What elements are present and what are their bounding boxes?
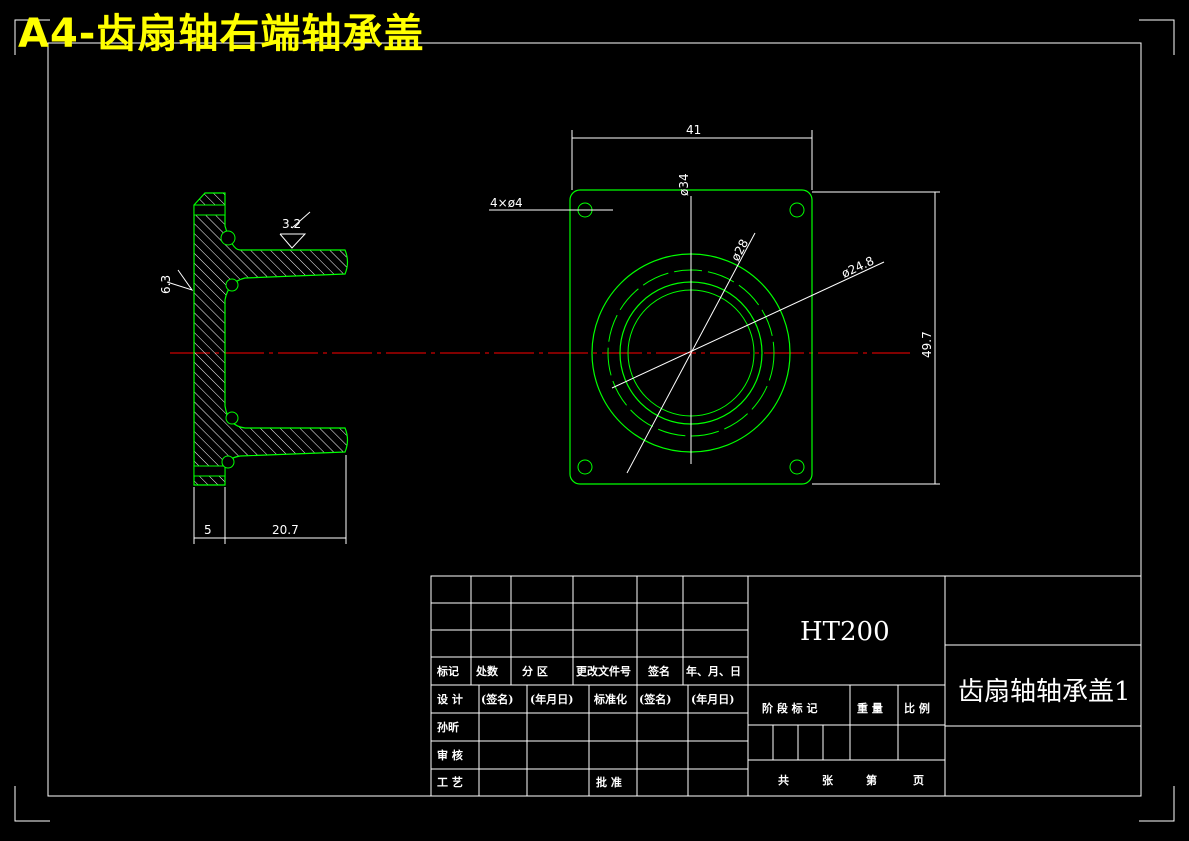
drawing-title: A4-齿扇轴右端轴承盖 [18, 11, 425, 57]
part-name: 齿扇轴轴承盖1 [958, 677, 1131, 707]
hole-bottom-right [789, 459, 805, 475]
label-jieduan: 阶 段 标 记 [762, 701, 818, 715]
roughness-left: 6.3 [159, 275, 173, 294]
title-block: HT200 齿扇轴轴承盖1 标记 处数 分 区 更改文件号 签名 年、月、日 设… [430, 575, 1142, 797]
groove-top [220, 230, 236, 246]
label-nianyueri1: (年月日) [530, 692, 573, 706]
label-genggai: 更改文件号 [576, 664, 631, 678]
dim-d248: ø24.8 [839, 254, 876, 281]
label-fenqu: 分 区 [522, 664, 548, 678]
hole-top-right [789, 202, 805, 218]
label-zhongliang: 重 量 [857, 701, 883, 715]
dim-holes: 4×ø4 [490, 196, 523, 210]
label-qianming2: (签名) [639, 692, 671, 706]
label-biaozhunhua: 标准化 [593, 692, 627, 706]
dim-height: 49.7 [920, 331, 934, 358]
label-nianyueri: 年、月、日 [686, 664, 741, 678]
label-sheji: 设 计 [437, 692, 463, 706]
dim-d28: ø28 [728, 237, 751, 264]
label-bili: 比 例 [904, 701, 930, 715]
dim-length: 20.7 [272, 523, 299, 537]
label-gong: 共 [778, 773, 789, 787]
section-hole-bottom [193, 465, 226, 477]
front-view: 41 49.7 ø34 ø28 ø24.8 4×ø4 [489, 123, 940, 485]
groove-mid-top [225, 278, 239, 292]
roughness-top: 3.2 [282, 217, 301, 231]
groove-bottom [221, 455, 235, 469]
section-dimensions [166, 211, 347, 544]
label-di: 第 [866, 773, 877, 787]
label-gongyi: 工 艺 [437, 775, 463, 789]
label-pizhun: 批 准 [596, 775, 622, 789]
dim-width: 41 [686, 123, 701, 137]
front-dimensions [489, 130, 940, 485]
label-qianming: 签名 [647, 664, 670, 678]
label-ye: 页 [913, 774, 924, 787]
material: HT200 [800, 617, 890, 647]
section-hatch [193, 192, 349, 486]
hole-bottom-left [577, 459, 593, 475]
label-zhang: 张 [822, 773, 834, 787]
dim-thickness: 5 [204, 523, 212, 537]
section-hole-top [193, 204, 226, 216]
groove-mid-bottom [225, 411, 239, 425]
designer-name: 孙昕 [437, 720, 459, 734]
flange-outline [569, 189, 813, 485]
dim-d34: ø34 [677, 173, 691, 196]
label-chushu: 处数 [475, 664, 499, 678]
label-qianming1: (签名) [481, 692, 513, 706]
label-shenhe: 审 核 [437, 748, 463, 762]
label-nianyueri2: (年月日) [691, 692, 734, 706]
section-view: 5 20.7 3.2 6.3 [159, 192, 349, 544]
label-biaoji: 标记 [436, 664, 459, 678]
